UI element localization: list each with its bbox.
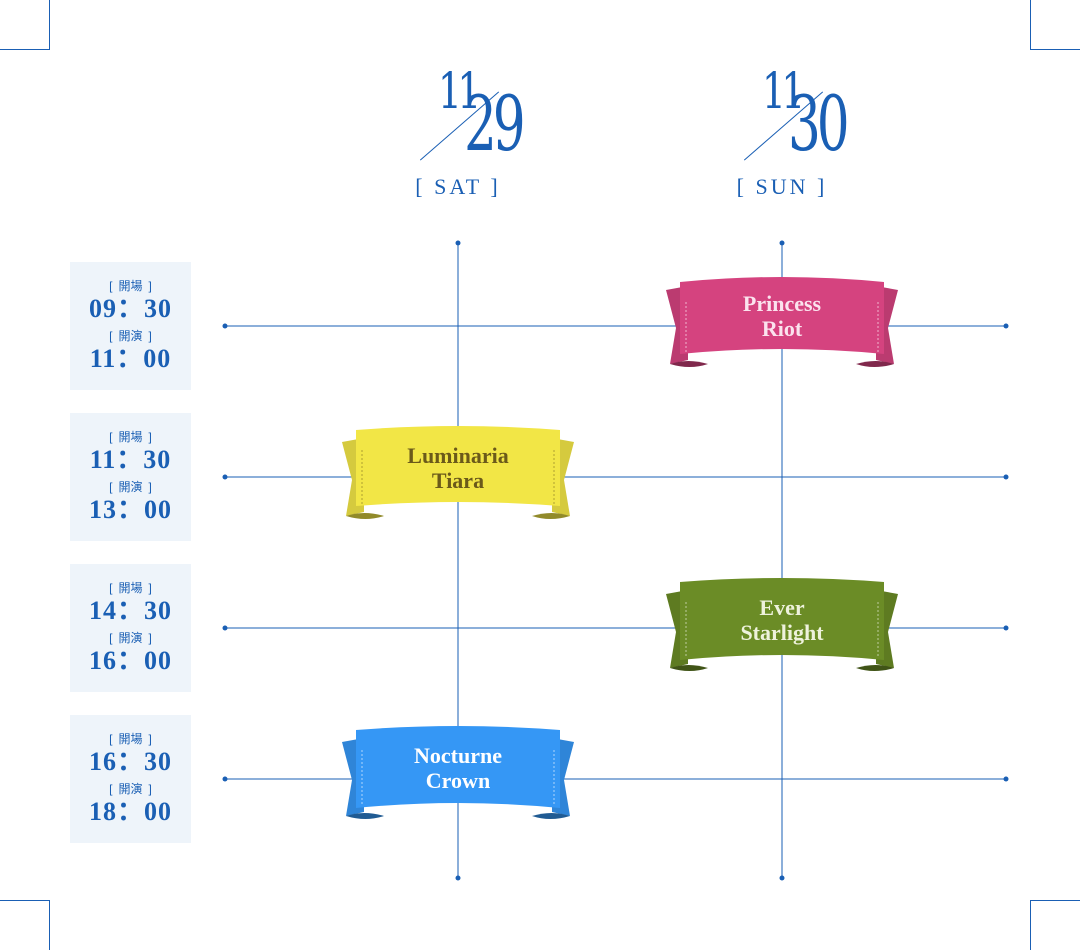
ribbon-line-1: Nocturne	[414, 743, 502, 768]
date-month: 11	[438, 62, 481, 120]
open-label: [開場]	[109, 279, 152, 293]
ribbon-line-2: Riot	[761, 316, 803, 341]
performance-ribbon-nocturne-crown[interactable]: Nocturne Crown	[340, 724, 576, 824]
date-weekday: [ SUN ]	[736, 174, 828, 199]
date-day: 30	[788, 79, 850, 168]
start-time: 11：00	[89, 344, 172, 373]
ribbon-banner-shape	[666, 578, 898, 671]
ribbon-line-1: Princess	[742, 291, 822, 316]
open-label: [開場]	[109, 430, 152, 444]
time-slot-1: [開場] 09：30 [開演] 11：00	[70, 262, 191, 390]
time-slot-3: [開場] 14：30 [開演] 16：00	[70, 564, 191, 692]
open-label: [開場]	[109, 581, 152, 595]
ribbon-line-2: Tiara	[431, 468, 485, 493]
ribbon-line-1: Ever	[759, 595, 805, 620]
ribbon-label: Luminaria Tiara	[370, 438, 546, 498]
time-slot-4: [開場] 16：30 [開演] 18：00	[70, 715, 191, 843]
date-header-sun: 11 30 [ SUN ]	[720, 66, 900, 206]
open-time: 14：30	[88, 596, 172, 625]
start-label: [開演]	[109, 480, 152, 494]
ribbon-line-2: Starlight	[740, 620, 824, 645]
start-time: 18：00	[88, 797, 172, 826]
date-day: 29	[464, 79, 526, 168]
open-time: 11：30	[89, 445, 172, 474]
start-label: [開演]	[109, 329, 152, 343]
corner-mark-top-left	[0, 0, 50, 50]
start-time: 13：00	[88, 495, 172, 524]
ribbon-label: Nocturne Crown	[370, 738, 546, 798]
start-label: [開演]	[109, 631, 152, 645]
ribbon-label: Ever Starlight	[694, 590, 870, 650]
date-weekday: [ SAT ]	[415, 174, 501, 199]
ribbon-line-2: Crown	[425, 768, 491, 793]
start-time: 16：00	[88, 646, 172, 675]
open-label: [開場]	[109, 732, 152, 746]
corner-mark-top-right	[1030, 0, 1080, 50]
performance-ribbon-luminaria-tiara[interactable]: Luminaria Tiara	[340, 424, 576, 524]
ribbon-banner-shape	[666, 277, 898, 367]
ribbon-line-1: Luminaria	[407, 443, 509, 468]
ribbon-banner-shape	[342, 426, 574, 519]
corner-mark-bottom-left	[0, 900, 50, 950]
start-label: [開演]	[109, 782, 152, 796]
corner-mark-bottom-right	[1030, 900, 1080, 950]
ribbon-banner-shape	[342, 726, 574, 819]
ribbon-label: Princess Riot	[694, 286, 870, 346]
performance-ribbon-princess-riot[interactable]: Princess Riot	[664, 272, 900, 372]
open-time: 16：30	[88, 747, 172, 776]
open-time: 09：30	[88, 294, 172, 323]
date-header-sat: 11 29 [ SAT ]	[396, 66, 576, 206]
date-month: 11	[762, 62, 805, 120]
time-slot-2: [開場] 11：30 [開演] 13：00	[70, 413, 191, 541]
performance-ribbon-ever-starlight[interactable]: Ever Starlight	[664, 576, 900, 676]
